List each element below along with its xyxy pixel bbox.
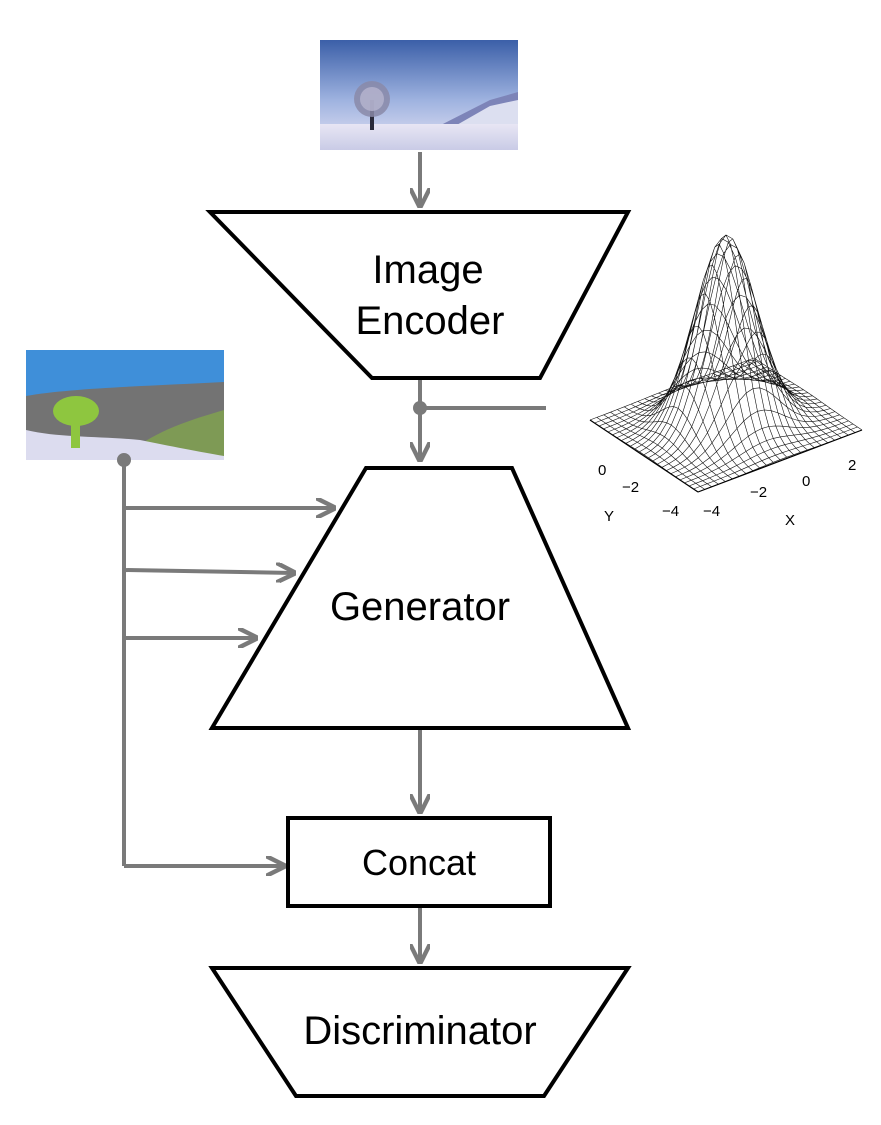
gaussian-distribution-plot: 0 −2 −4 Y −4 −2 0 2 X xyxy=(589,234,863,529)
concat-block: Concat xyxy=(286,816,552,908)
x-tick-2: 0 xyxy=(802,473,810,490)
junction-dot-encoder xyxy=(413,401,427,415)
x-axis-label: X xyxy=(785,512,795,529)
generator-label: Generator xyxy=(330,585,510,629)
arrow-segmap-to-generator-2 xyxy=(123,570,294,573)
y-tick-0: 0 xyxy=(598,462,606,479)
discriminator-block: Discriminator xyxy=(208,966,632,1098)
y-tick-2: −4 xyxy=(662,503,679,520)
gaussian-mesh-surface xyxy=(589,234,863,493)
concat-label: Concat xyxy=(362,842,476,883)
generator-block: Generator xyxy=(208,466,632,730)
encoder-label-line2: Encoder xyxy=(356,299,505,343)
input-photo-image xyxy=(320,40,518,150)
segmentation-map-image xyxy=(26,350,224,460)
discriminator-label: Discriminator xyxy=(303,1009,536,1053)
encoder-label-line1: Image xyxy=(372,248,483,292)
gaussian-wireframe-lines xyxy=(589,234,863,493)
y-tick-1: −2 xyxy=(622,479,639,496)
x-tick-1: −2 xyxy=(750,484,767,501)
x-tick-0: −4 xyxy=(703,503,720,520)
x-tick-3: 2 xyxy=(848,457,856,474)
y-axis-label: Y xyxy=(604,508,614,525)
image-encoder-block: Image Encoder xyxy=(205,210,632,380)
